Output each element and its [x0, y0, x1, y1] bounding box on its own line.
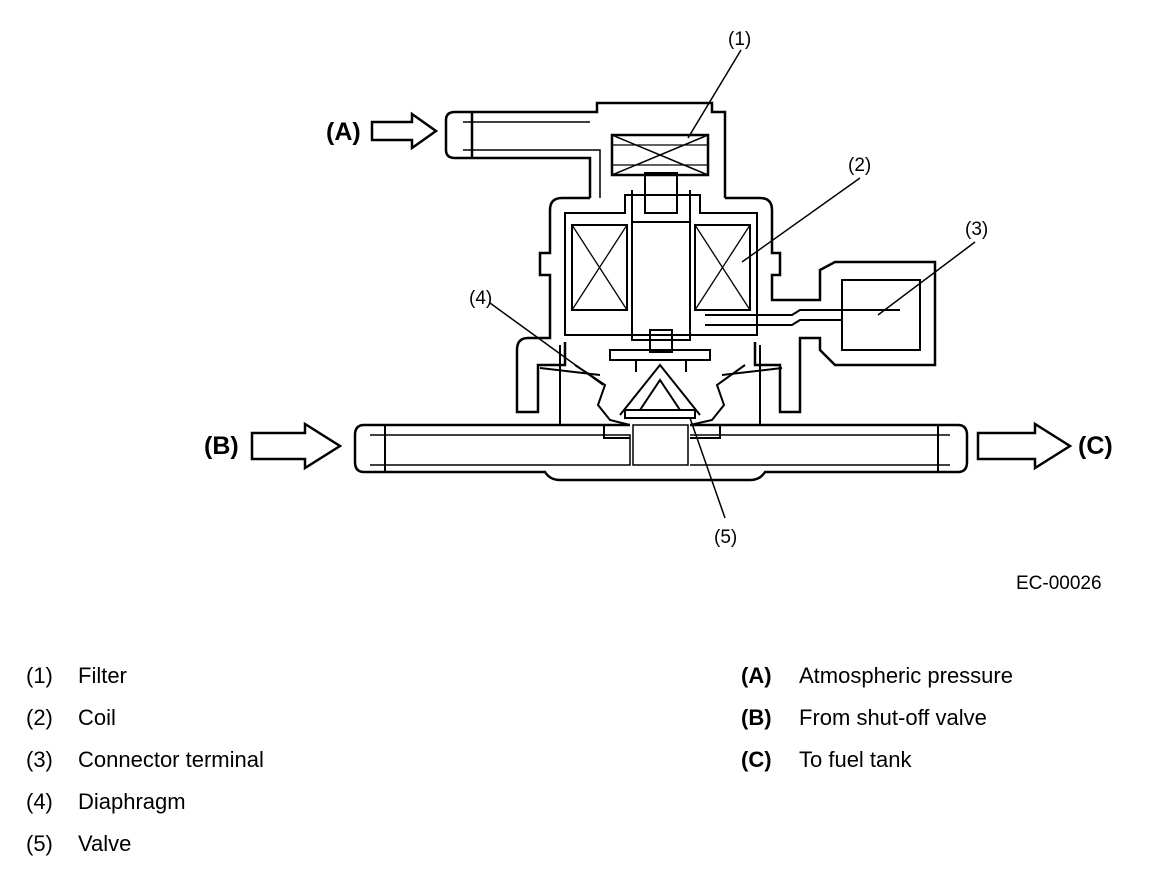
legend-key: (2)	[26, 705, 53, 730]
atmosphere-inlet-pipe	[444, 101, 727, 198]
legend-text: To fuel tank	[799, 747, 912, 772]
legend-key: (1)	[26, 663, 53, 688]
legend-key: (A)	[741, 663, 772, 688]
legend-text: Valve	[78, 831, 132, 856]
valve-seat	[619, 363, 701, 419]
legend-text: Filter	[78, 663, 127, 688]
valve-cross-section-diagram: (1) (2) (3) (4) (5) (A) (B) (C) EC-00026	[204, 29, 1113, 594]
callout-4: (4)	[469, 288, 492, 309]
main-flow-pipe	[353, 423, 969, 482]
filter-element	[610, 133, 710, 177]
arrow-a	[370, 111, 439, 151]
legend-text: Coil	[78, 705, 116, 730]
callout-3: (3)	[965, 219, 988, 240]
legend-row: (B) From shut-off valve	[741, 702, 1013, 744]
callout-5: (5)	[714, 527, 737, 548]
flow-label-c: (C)	[1078, 432, 1113, 460]
legend-key: (4)	[26, 789, 53, 814]
legend-key: (C)	[741, 747, 772, 772]
plunger-core	[631, 172, 691, 353]
legend-key: (5)	[26, 831, 53, 856]
legend-row: (4) Diaphragm	[26, 786, 264, 828]
flow-arrows	[250, 111, 1073, 471]
flow-label-b: (B)	[204, 432, 239, 460]
coil-housing	[515, 194, 937, 414]
parts-legend: (1) Filter (2) Coil (3) Connector termin…	[26, 660, 264, 870]
legend-row: (3) Connector terminal	[26, 744, 264, 786]
callout-1: (1)	[728, 29, 751, 50]
legend-row: (2) Coil	[26, 702, 264, 744]
leader-lines	[489, 49, 976, 519]
legend-text: Atmospheric pressure	[799, 663, 1013, 688]
callout-2: (2)	[848, 155, 871, 176]
legend-row: (5) Valve	[26, 828, 264, 870]
connector-terminal	[705, 279, 921, 351]
figure-code: EC-00026	[1016, 573, 1102, 594]
arrow-c	[976, 421, 1073, 471]
legend-row: (C) To fuel tank	[741, 744, 1013, 786]
legend-text: Connector terminal	[78, 747, 264, 772]
legend-key: (3)	[26, 747, 53, 772]
legend-row: (1) Filter	[26, 660, 264, 702]
legend-text: From shut-off valve	[799, 705, 987, 730]
legend-key: (B)	[741, 705, 772, 730]
legend-row: (A) Atmospheric pressure	[741, 660, 1013, 702]
legend-text: Diaphragm	[78, 789, 186, 814]
flow-legend: (A) Atmospheric pressure (B) From shut-o…	[741, 660, 1013, 786]
arrow-b	[250, 421, 343, 471]
flow-label-a: (A)	[326, 118, 361, 146]
coil-windings	[571, 224, 751, 311]
